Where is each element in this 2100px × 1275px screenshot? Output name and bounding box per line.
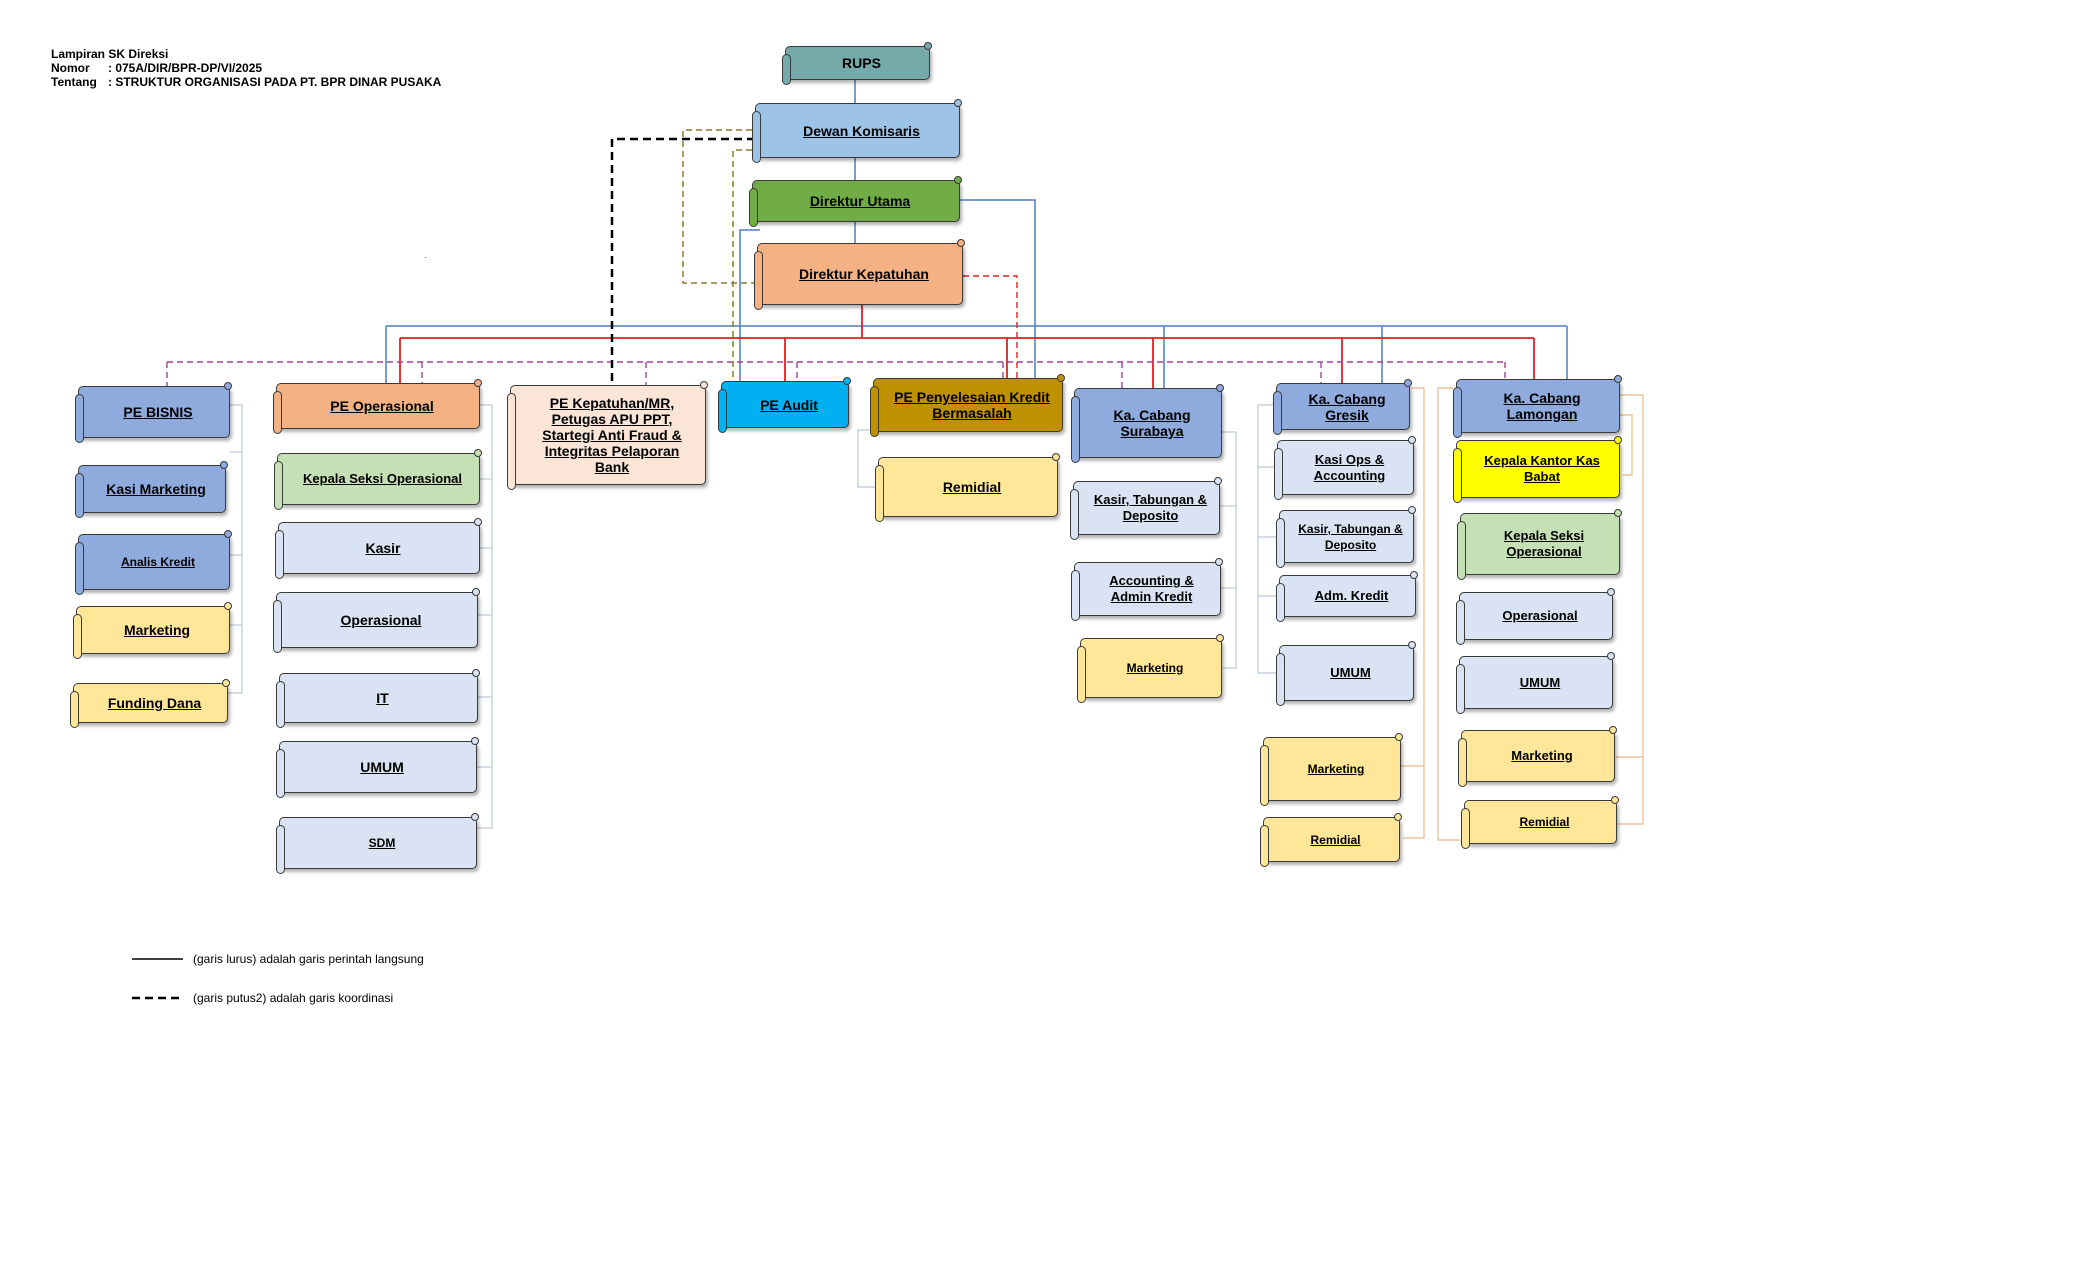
red-dashed-lines [963, 275, 1018, 378]
direktur-utama-box: Direktur Utama [749, 176, 962, 227]
branch-orange-lines [1400, 387, 1644, 841]
nomor-line: Nomor : 075A/DIR/BPR-DP/VI/2025 [51, 61, 441, 75]
tentang-value: : STRUKTUR ORGANISASI PADA PT. BPR DINAR… [108, 75, 442, 89]
kasir-box: Kasir [275, 518, 482, 579]
surabaya-accounting-box: Accounting & Admin Kredit [1071, 558, 1223, 621]
operasional-box: Operasional [273, 588, 480, 653]
nomor-value: : 075A/DIR/BPR-DP/VI/2025 [108, 61, 263, 75]
lamongan-umum-box: UMUM [1456, 652, 1615, 714]
black-coordination-line [610, 137, 755, 395]
ka-cabang-gresik-box: Ka. Cabang Gresik [1273, 379, 1412, 435]
gresik-kasir-box: Kasir, Tabungan & Deposito [1276, 506, 1416, 568]
remidial-box: Remidial [875, 453, 1060, 522]
lamongan-operasional-box: Operasional [1456, 588, 1615, 645]
surabaya-kasir-box: Kasir, Tabungan & Deposito [1070, 477, 1222, 540]
pe-kepatuhan-box: PE Kepatuhan/MR, Petugas APU PPT, Starte… [507, 381, 708, 490]
legend-dashed-text: (garis putus2) adalah garis koordinasi [193, 991, 394, 1005]
rups-box: RUPS [782, 42, 932, 85]
tentang-label: Tentang [51, 75, 97, 89]
lamongan-remidial-box: Remidial [1461, 796, 1619, 849]
gresik-marketing-box: Marketing [1260, 733, 1403, 806]
lamongan-marketing-box: Marketing [1458, 726, 1617, 787]
ka-cabang-surabaya-box: Ka. Cabang Surabaya [1071, 384, 1224, 463]
command-lines [385, 80, 1568, 395]
kasi-marketing-box: Kasi Marketing [75, 461, 228, 518]
gresik-kasi-ops-box: Kasi Ops & Accounting [1274, 436, 1416, 500]
gresik-umum-box: UMUM [1276, 641, 1416, 706]
gresik-adm-kredit-box: Adm. Kredit [1276, 571, 1418, 622]
nomor-label: Nomor [51, 61, 90, 75]
ka-cabang-lamongan-box: Ka. Cabang Lamongan [1453, 375, 1622, 438]
stray-dot: . [424, 250, 427, 261]
bisnis-marketing-box: Marketing [73, 602, 232, 659]
lamongan-kepala-seksi-box: Kepala Seksi Operasional [1457, 509, 1622, 580]
direktur-kepatuhan-box: Direktur Kepatuhan [754, 239, 965, 310]
gresik-remidial-box: Remidial [1260, 813, 1402, 867]
sub-unit-lines [228, 404, 1279, 829]
analis-kredit-box: Analis Kredit [75, 530, 232, 595]
tentang-line: Tentang : STRUKTUR ORGANISASI PADA PT. BP… [51, 75, 441, 89]
lampiran-line: Lampiran SK Direksi [51, 47, 169, 61]
umum-box: UMUM [276, 737, 479, 798]
legend-solid-text: (garis lurus) adalah garis perintah lang… [193, 952, 424, 966]
pe-audit-box: PE Audit [718, 377, 851, 433]
legend-lines [132, 958, 183, 1000]
it-box: IT [276, 669, 480, 728]
red-command-lines [399, 305, 1535, 388]
pe-penyelesaian-kredit-box: PE Penyelesaian Kredit Bermasalah [870, 374, 1065, 437]
kepala-seksi-operasional-box: Kepala Seksi Operasional [274, 449, 482, 510]
funding-dana-box: Funding Dana [70, 679, 230, 728]
purple-coordination-lines [166, 361, 1506, 388]
olive-coordination-lines [682, 129, 760, 380]
pe-operasional-box: PE Operasional [273, 379, 482, 434]
sdm-box: SDM [276, 813, 479, 874]
pe-bisnis-box: PE BISNIS [75, 382, 232, 443]
surabaya-marketing-box: Marketing [1077, 634, 1224, 703]
dewan-komisaris-box: Dewan Komisaris [752, 99, 962, 163]
kepala-kantor-kas-babat-box: Kepala Kantor Kas Babat [1453, 436, 1622, 503]
document-header: Lampiran SK Direksi Nomor : 075A/DIR/BPR-… [51, 47, 441, 89]
